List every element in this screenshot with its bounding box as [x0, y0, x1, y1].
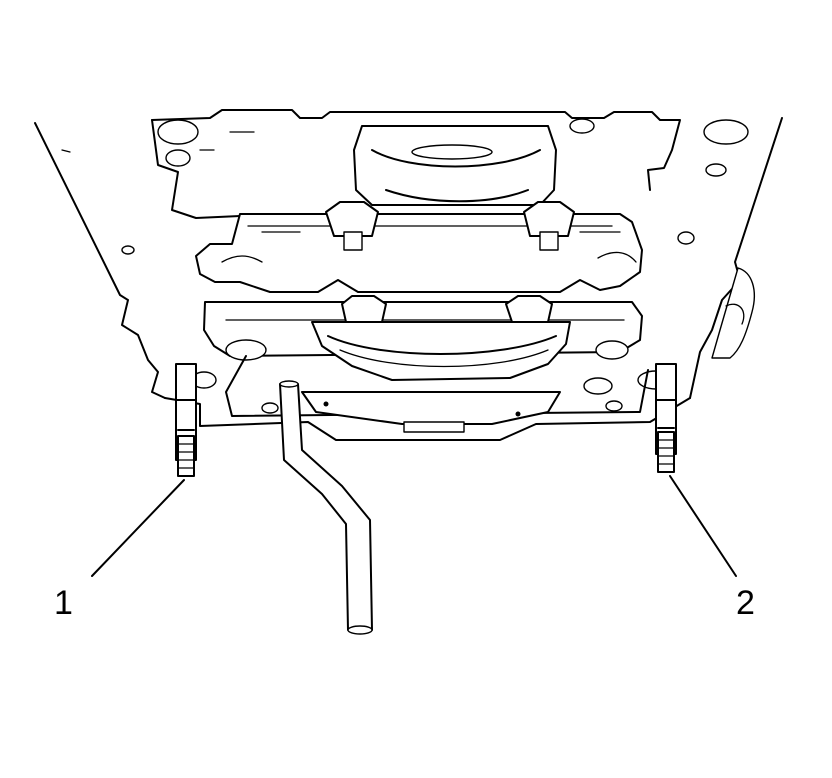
- guide-pin-left: [175, 363, 197, 477]
- oil-pump-pickup-baffle: [311, 321, 571, 381]
- main-bearing-bolt-lower-right: [505, 295, 553, 323]
- callout-2-leader-line: [669, 475, 737, 577]
- main-bearing-bolt-upper-right: [523, 201, 575, 251]
- main-bearing-bolt-upper-left: [325, 201, 379, 251]
- oil-dipstick-tube: [279, 380, 373, 635]
- callout-1-leader-line: [91, 479, 185, 577]
- upper-block-casting: [121, 109, 749, 255]
- bearing-cap-upper: [195, 213, 643, 293]
- callout-2-label: 2: [736, 584, 755, 622]
- oil-pan-gasket-rail: [164, 355, 691, 441]
- engine-block-left-wall: [34, 122, 166, 399]
- engine-block-right-wall: [689, 117, 783, 399]
- main-bearing-bolt-lower-left: [341, 295, 387, 323]
- guide-pin-right: [655, 363, 677, 473]
- callout-1-label: 1: [54, 584, 73, 622]
